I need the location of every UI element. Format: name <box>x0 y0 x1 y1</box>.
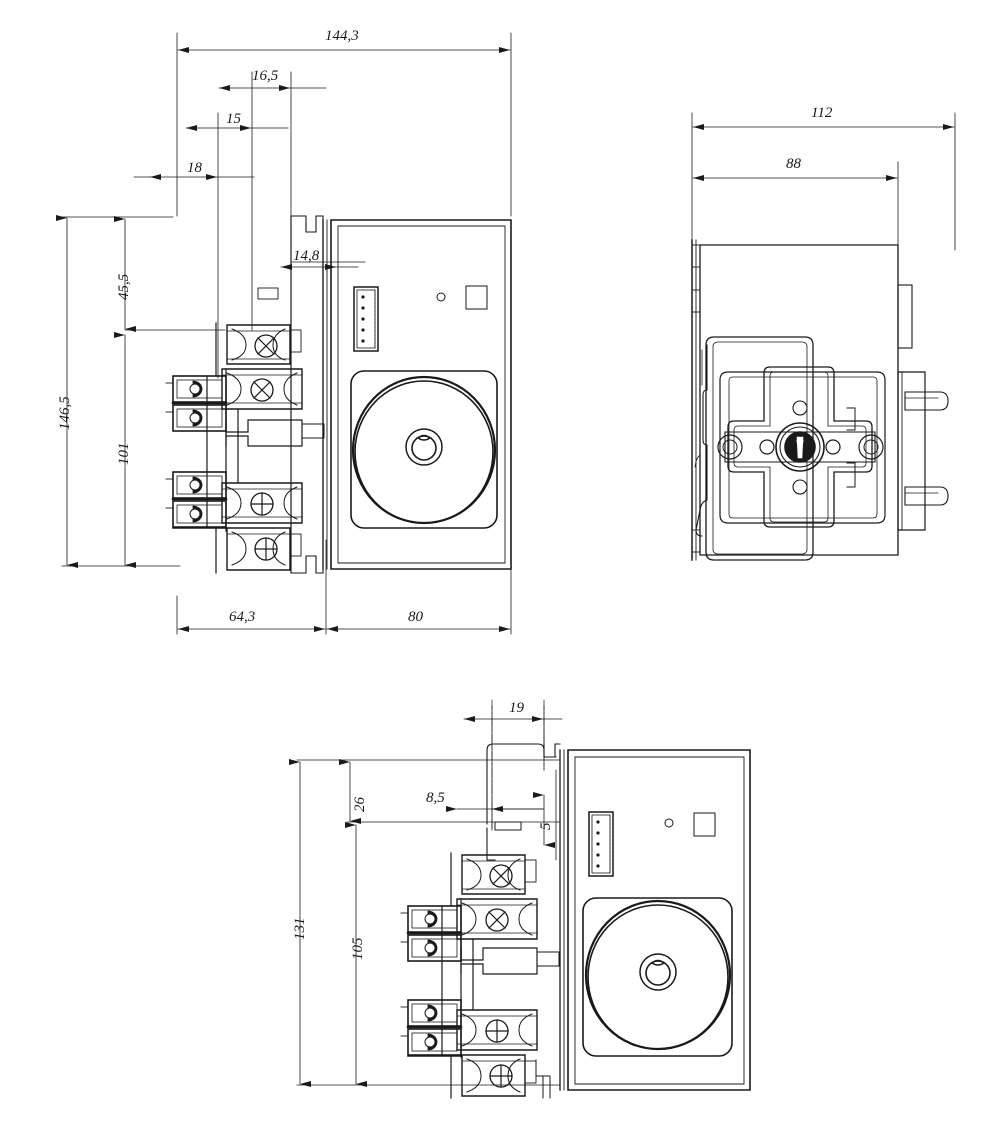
square-marker <box>465 285 488 310</box>
dim-label-88: 88 <box>786 156 801 172</box>
dim-label-105: 105 <box>350 937 366 961</box>
terminal-screw-1 <box>226 324 302 365</box>
rotary-dial <box>350 370 498 529</box>
dim-label-14-8: 14,8 <box>293 248 320 264</box>
dim-label-26: 26 <box>352 797 368 812</box>
bottom-terminal-assembly <box>400 852 560 1099</box>
side-terminal-pin-lower <box>904 486 949 506</box>
wire-clamp-3 <box>171 471 228 501</box>
led-indicator <box>436 292 446 302</box>
side-view-geometry <box>691 112 956 561</box>
side-right-tab <box>897 284 949 531</box>
dim-label-45-5: 45,5 <box>116 273 132 300</box>
bottom-view-geometry <box>289 699 751 1099</box>
dim-label-64-3: 64,3 <box>229 609 256 625</box>
bottom-main-body <box>559 749 751 1091</box>
front-view-geometry <box>56 32 512 635</box>
bottom-wire-clamp-4 <box>407 1028 462 1057</box>
bottom-wire-clamp-1 <box>406 905 463 935</box>
front-terminal-assembly <box>165 322 325 574</box>
dim-label-112: 112 <box>811 105 833 121</box>
front-chassis-plate <box>257 215 324 574</box>
bottom-terminal-screw-2 <box>456 898 538 940</box>
terminal-screw-3 <box>221 482 303 524</box>
bottom-pin-header-connector <box>588 811 614 877</box>
bottom-wire-clamp-3 <box>406 999 463 1029</box>
terminal-screw-4 <box>226 527 302 571</box>
terminal-bridge <box>225 419 325 447</box>
side-terminal-pin-upper <box>904 391 949 411</box>
bottom-terminal-screw-1 <box>461 854 537 895</box>
dim-label-19: 19 <box>509 700 524 716</box>
bottom-terminal-screw-3 <box>456 1009 538 1051</box>
bottom-wire-clamp-2 <box>407 934 462 962</box>
dim-label-131: 131 <box>292 917 308 941</box>
dim-label-16-5: 16,5 <box>252 68 279 84</box>
dim-label-144-3: 144,3 <box>325 28 359 44</box>
bottom-terminal-screw-4 <box>461 1054 537 1097</box>
dim-label-5: 5 <box>538 822 554 831</box>
pin-header-connector <box>353 286 379 352</box>
side-inner-plate <box>719 371 886 524</box>
bottom-lower-tab <box>535 1059 551 1099</box>
side-rotary-hub <box>717 366 884 528</box>
wire-clamp-4 <box>172 500 227 529</box>
dim-label-15: 15 <box>226 111 241 127</box>
bottom-terminal-bridge <box>460 947 560 975</box>
dim-label-8-5: 8,5 <box>426 790 445 806</box>
bottom-bracket-notch <box>486 699 561 861</box>
wire-clamp-1 <box>171 375 228 405</box>
bottom-led-indicator <box>664 818 674 828</box>
dim-label-101: 101 <box>116 442 132 466</box>
wire-clamp-2 <box>172 404 227 432</box>
bottom-square-marker <box>693 812 716 837</box>
side-main-housing <box>691 239 899 561</box>
bottom-rotary-dial <box>582 897 733 1057</box>
dim-label-146-5: 146,5 <box>57 396 73 430</box>
terminal-screw-2 <box>221 368 303 410</box>
side-mounting-bracket <box>694 336 814 561</box>
dim-label-80: 80 <box>408 609 423 625</box>
dim-label-18: 18 <box>187 160 202 176</box>
